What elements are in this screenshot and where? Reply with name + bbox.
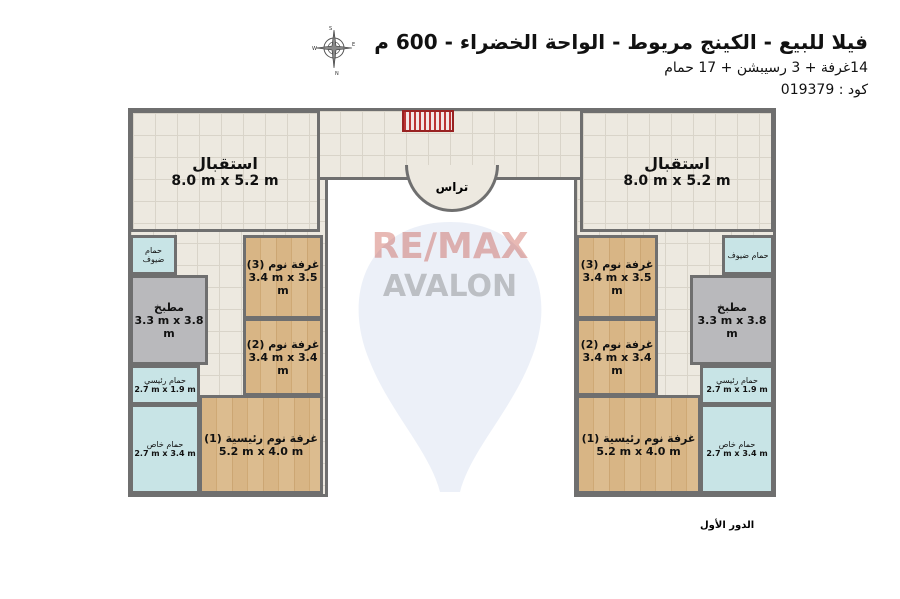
right-bedroom-3: غرفة نوم (3)3.4 m x 3.5 m: [576, 235, 658, 319]
room-dimensions: 3.4 m x 3.4 m: [248, 350, 318, 377]
room-name: غرفة نوم (3): [580, 257, 654, 271]
listing-rooms-summary: 14غرفة + 3 رسيبشن + 17 حمام: [664, 60, 868, 76]
room-name: غرفة نوم (2): [580, 337, 654, 351]
left-bedroom-3: غرفة نوم (3)3.4 m x 3.5 m: [243, 235, 323, 319]
left-bedroom-2: غرفة نوم (2)3.4 m x 3.4 m: [243, 318, 323, 396]
compass-letter: E: [352, 42, 355, 48]
room-dimensions: 3.4 m x 3.5 m: [582, 270, 652, 297]
room-dimensions: 8.0 m x 5.2 m: [171, 172, 279, 189]
room-name: استقبال: [192, 153, 258, 173]
watermark-line2: AVALON: [383, 269, 517, 304]
room-name: حمام خاص: [718, 440, 756, 449]
room-dimensions: 8.0 m x 5.2 m: [623, 172, 731, 189]
floor-level-label: الدور الأول: [700, 520, 755, 531]
room-name: غرفة نوم رئيسية (1): [581, 431, 696, 445]
listing-title: فيلا للبيع - الكينج مريوط - الواحة الخضر…: [374, 30, 868, 54]
right-master-bedroom: غرفة نوم رئيسية (1)5.2 m x 4.0 m: [576, 395, 701, 494]
room-name: غرفة نوم (3): [246, 257, 320, 271]
room-dimensions: 5.2 m x 4.0 m: [596, 444, 681, 458]
left-master-bedroom: غرفة نوم رئيسية (1)5.2 m x 4.0 m: [199, 395, 323, 494]
watermark-line1: RE/MAX: [372, 226, 529, 267]
room-dimensions: 3.3 m x 3.8 m: [697, 313, 767, 340]
room-dimensions: 2.7 m x 1.9 m: [706, 385, 768, 394]
compass-letter: N: [335, 71, 339, 76]
balloon-logo-icon: RE/MAX AVALON: [358, 222, 542, 492]
listing-code: كود : 019379: [780, 82, 868, 98]
room-name: حمام ضيوف: [142, 246, 165, 264]
room-dimensions: 3.3 m x 3.8 m: [134, 313, 204, 340]
room-dimensions: 5.2 m x 4.0 m: [218, 444, 304, 458]
room-name: مطبخ: [154, 300, 184, 314]
room-name: غرفة نوم (2): [246, 337, 320, 351]
right-bedroom-2: غرفة نوم (2)3.4 m x 3.4 m: [576, 318, 658, 396]
room-name: استقبال: [644, 153, 710, 173]
room-name: غرفة نوم رئيسية (1): [204, 431, 318, 445]
room-name: مطبخ: [717, 300, 747, 314]
room-dimensions: 2.7 m x 3.4 m: [706, 449, 768, 458]
compass-letter: S: [329, 26, 332, 32]
terrace: تراس: [405, 165, 499, 212]
room-dimensions: 2.7 m x 1.9 m: [134, 385, 196, 394]
stairs: [402, 110, 454, 132]
right-guest-bath: حمام ضيوف: [722, 235, 774, 275]
room-dimensions: 3.4 m x 3.5 m: [248, 270, 318, 297]
compass-letter: W: [312, 46, 317, 52]
room-name: حمام خاص: [146, 440, 184, 449]
compass-rose-icon: S E N W: [312, 26, 355, 76]
room-name: حمام رئيسي: [144, 376, 186, 385]
left-guest-bath: حمام ضيوف: [130, 235, 177, 275]
room-dimensions: 2.7 m x 3.4 m: [134, 449, 196, 458]
watermark-logo: RE/MAX AVALON: [330, 212, 570, 516]
room-name: حمام رئيسي: [716, 376, 758, 385]
room-name: حمام ضيوف: [727, 250, 769, 260]
room-dimensions: 3.4 m x 3.4 m: [582, 350, 652, 377]
